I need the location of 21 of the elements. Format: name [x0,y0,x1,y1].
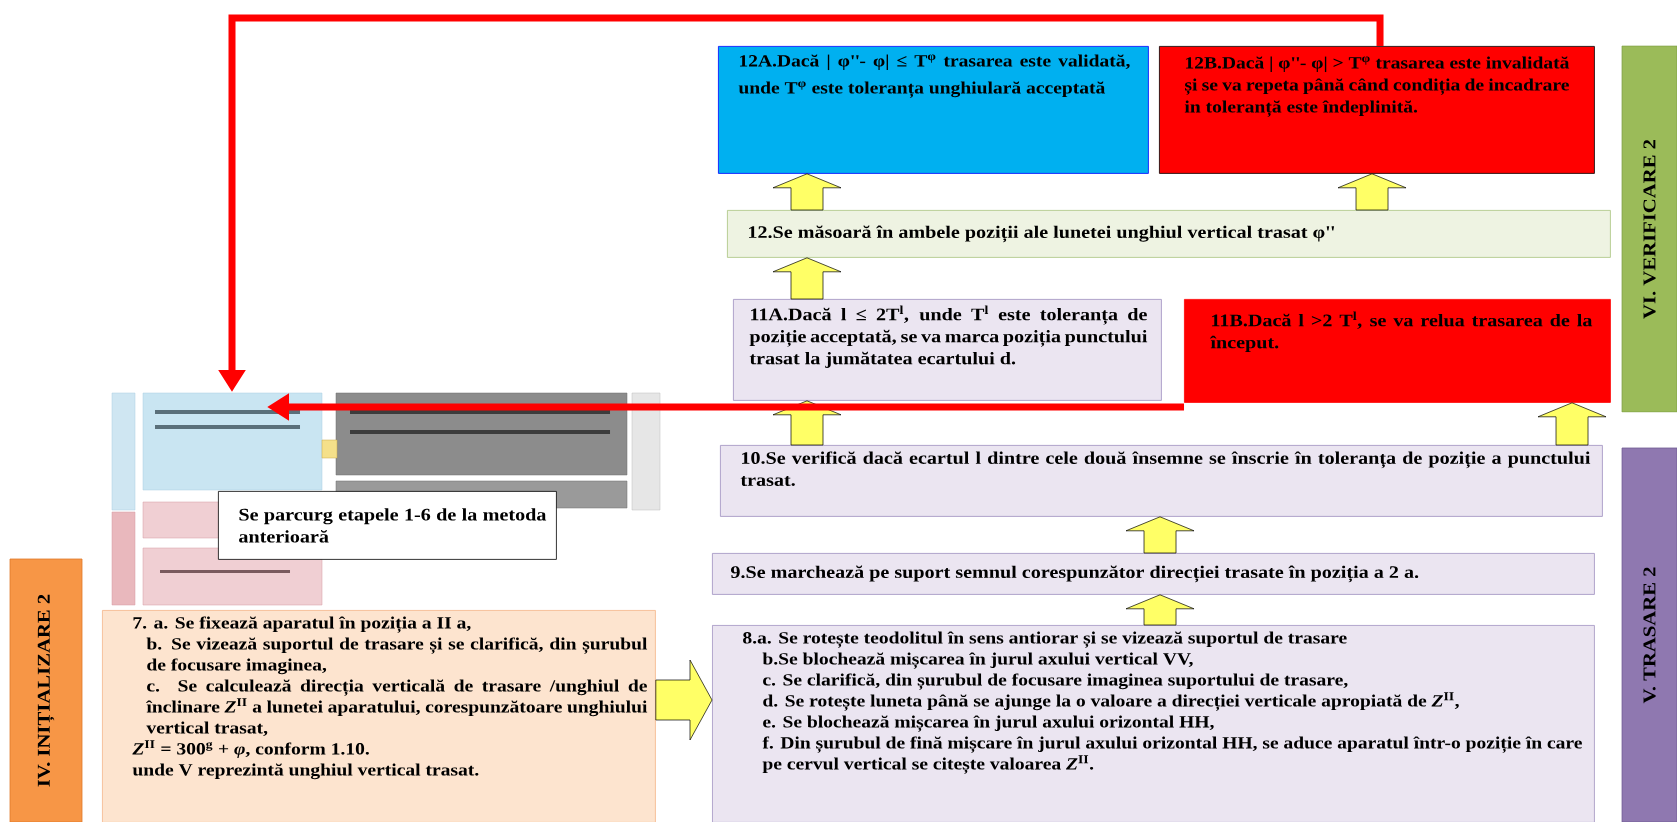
block-arrow [1125,594,1195,626]
section-band: VI. VERIFICARE 2 [1621,45,1677,413]
process-box: 9.Se marchează pe suport semnul corespunzător direcției trasate în poziția a 2 a. [712,553,1595,595]
block-arrow [772,257,842,300]
process-box: 11A.Dacă l ≤ 2T$^{l}$, unde T$^{l}$ este toleranța de poziție acceptată, se va marca poziția punctului trasat la jumătatea ecartului d. [733,299,1162,401]
section-band: IV. INIȚIALIZARE 2 [9,558,83,822]
process-box: 8.a. Se rotește teodolitul în sens antiorar și se vizează suportul de trasare b.Se blochează mișcarea în jurul axului vertical VV, c. Se clarifică, din șurubul de focusare imaginea suportului de trasare, d. Se rotește luneta până se ajunge la o valoare a direcției verticale apropiată de Z$^{II}$, e. Se blochează mișcarea în jurul axului orizontal HH, f. Din șurubul de fină mișcare în jurul axului orizontal HH, se aduce aparatul într-o poziție în care pe cervul vertical se citește valoarea Z$^{II}$. [712,625,1595,822]
note-box: Se parcurg etapele 1-6 de la metoda anterioară [218,491,557,560]
section-band: V. TRASARE 2 [1621,447,1677,822]
block-arrow [1125,516,1195,554]
block-arrow [1337,173,1407,211]
block-arrow [655,659,713,741]
decision-box: 12A.Dacă | φ''- φ| ≤ T$^{φ}$ trasarea este validată, unde T$^{φ}$ este toleranța unghiulară acceptată [718,46,1149,174]
block-arrow [1537,402,1607,446]
block-arrow [772,173,842,211]
process-box: 12.Se măsoară în ambele poziții ale lunetei unghiul vertical trasat φ'' [727,210,1611,258]
decision-box: 12B.Dacă | φ''- φ| > T$^{φ}$ trasarea este invalidată și se va repeta până când condiția de incadrare in toleranță este îndeplinită. [1159,46,1595,174]
decision-box: 11B.Dacă l >2 T$^{l}$, se va relua trasarea de la început. [1184,299,1611,403]
process-box: 10.Se verifică dacă ecartul l dintre cele două însemne se înscrie în toleranța de poziție a punctului trasat. [720,445,1603,517]
process-box: 7. a. Se fixează aparatul în poziția a II a, b. Se vizează suportul de trasare și se clarifică, din șurubul de focusare imaginea, c. Se calculează direcția verticală de trasare /unghiul de înclinare Z$^{II}$ a lunetei aparatului, corespunzătoare unghiului vertical trasat, Z$^{II}$ = 300$^{g}$ + φ, conform 1.10. unde V reprezintă unghiul vertical trasat. [102,610,656,822]
block-arrow [772,400,842,446]
